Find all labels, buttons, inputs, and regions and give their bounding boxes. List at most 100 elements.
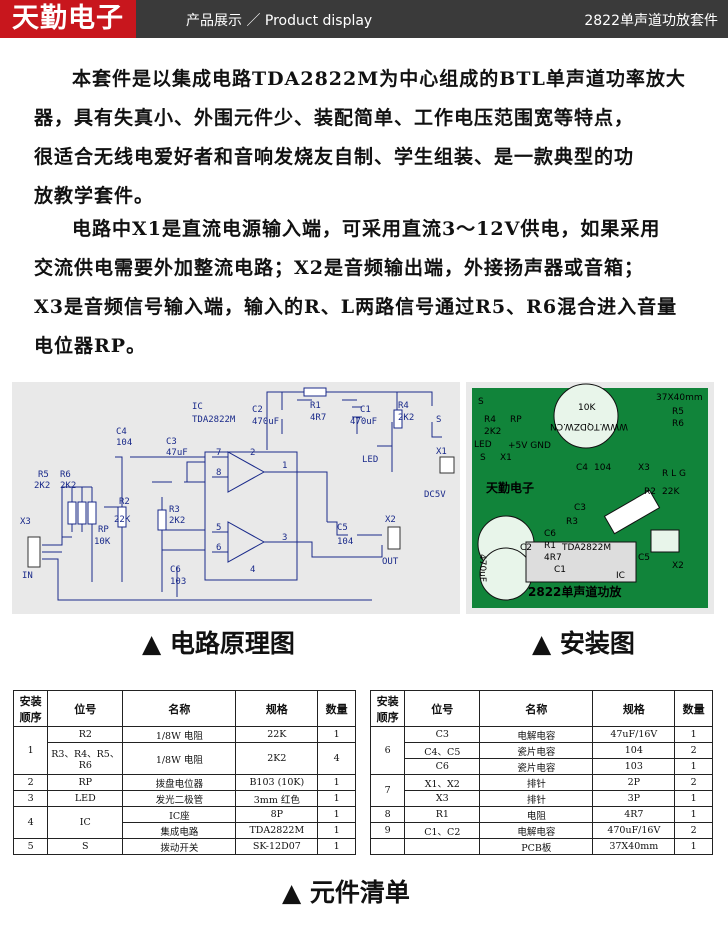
- bom-header: 安装顺序: [369, 690, 406, 727]
- pcb-label-dims: 37X40mm: [656, 393, 703, 403]
- pcb-label-ic: IC: [616, 571, 625, 581]
- schematic-label-c5: C5: [337, 523, 348, 533]
- schematic-label-r1v: 4R7: [310, 413, 326, 423]
- desc-line: 电位器RP。: [34, 335, 147, 357]
- pcb-label-c6: C6: [544, 529, 556, 539]
- pcb-label-brand: 天勤电子: [486, 480, 534, 495]
- install-caption: ▲ 安装图: [532, 629, 635, 658]
- bom-header: 名称: [479, 690, 594, 727]
- pcb-label-s2: S: [480, 453, 486, 463]
- schematic-label-rpv: 10K: [94, 537, 111, 547]
- schematic-label-in: IN: [22, 571, 33, 581]
- schematic-label-r4: R4: [398, 401, 409, 411]
- intro-paragraph: 本套件是以集成电路TDA2822M为中心组成的BTL单声道功率放大 器，具有失真…: [34, 60, 698, 216]
- schematic-pin: 1: [282, 461, 287, 471]
- bom-caption: ▲ 元件清单: [282, 878, 410, 907]
- schematic-label-c2: C2: [252, 405, 263, 415]
- schematic-label-c1: C1: [360, 405, 371, 415]
- schematic-label-c1v: 470uF: [350, 417, 377, 427]
- schematic-label-ic-model: TDA2822M: [192, 415, 236, 425]
- schematic-label-rp: RP: [98, 525, 109, 535]
- schematic-label-x3: X3: [20, 517, 31, 527]
- pcb-label-c3: C3: [574, 503, 586, 513]
- bom-header: 位号: [47, 690, 124, 727]
- bom-header: 规格: [592, 690, 676, 727]
- schematic-label-r3: R3: [169, 505, 180, 515]
- schematic-pin: 8: [216, 468, 221, 478]
- header-bar: 天勤电子 产品展示 ／ Product display 2822单声道功放套件: [0, 0, 728, 38]
- schematic-label-c4v: 104: [116, 438, 132, 448]
- intro-line: 放教学套件。: [34, 185, 155, 207]
- pcb-label-r2v: 22K: [662, 487, 680, 497]
- schematic-label-x1: X1: [436, 447, 447, 457]
- pcb-label-capv: 470uF: [477, 554, 487, 582]
- pcb-label-footer: 2822单声道功放: [528, 584, 622, 599]
- install-diagram: S 37X40mm 10K WWW.TQDZW.CN R4 2K2 RP R5 …: [466, 382, 714, 614]
- pcb-label-rp: RP: [510, 415, 522, 425]
- circuit-description: 电路中X1是直流电源输入端，可采用直流3～12V供电，如果采用 交流供电需要外加…: [34, 210, 698, 366]
- kit-title: 2822单声道功放套件: [584, 13, 718, 29]
- intro-line: 很适合无线电爱好者和音响发烧友自制、学生组装、是一款典型的功: [34, 146, 635, 168]
- pcb-label-x1: X1: [500, 453, 512, 463]
- schematic-label-r5: R5: [38, 470, 49, 480]
- schematic-pin: 4: [250, 565, 255, 575]
- schematic-pin: 2: [250, 448, 255, 458]
- pcb-label-led: LED: [474, 440, 492, 450]
- desc-line: X3是音频信号输入端，输入的R、L两路信号通过R5、R6混合进入音量: [34, 296, 678, 318]
- pcb-label-pwr: +5V GND: [508, 441, 551, 451]
- pcb-label-x2: X2: [672, 561, 684, 571]
- pcb-label-x3: X3: [638, 463, 650, 473]
- bom-header: 名称: [122, 690, 237, 727]
- pcb-label-c2: C2: [520, 543, 532, 553]
- schematic-caption: ▲ 电路原理图: [142, 629, 295, 658]
- bom-header: 规格: [235, 690, 319, 727]
- brand-logo[interactable]: 天勤电子: [0, 0, 136, 38]
- category-breadcrumb[interactable]: 产品展示 ／ Product display: [186, 13, 373, 29]
- schematic-label-c5v: 104: [337, 537, 353, 547]
- pcb-label-r5: R5: [672, 407, 684, 417]
- pcb-label-c4: C4: [576, 463, 588, 473]
- pcb-label-c5: C5: [638, 553, 650, 563]
- pcb-label-r4: R4: [484, 415, 496, 425]
- pcb-label-r4v: 2K2: [484, 427, 501, 437]
- pcb-label-r6: R6: [672, 419, 684, 429]
- intro-line: 器，具有失真小、外围元件少、装配简单、工作电压范围宽等特点，: [34, 107, 635, 129]
- pcb-label-r1: R1: [544, 541, 556, 551]
- desc-line: 电路中X1是直流电源输入端，可采用直流3～12V供电，如果采用: [72, 218, 661, 240]
- schematic-label-r2: R2: [119, 497, 130, 507]
- pcb-label-s: S: [478, 397, 484, 407]
- schematic-label-x2: X2: [385, 515, 396, 525]
- schematic-label-r2v: 22K: [114, 515, 131, 525]
- pcb-label-r2: R2: [644, 487, 656, 497]
- schematic-label-ic: IC: [192, 402, 203, 412]
- schematic-label-r6: R6: [60, 470, 71, 480]
- schematic-label-c3v: 47uF: [166, 448, 188, 458]
- schematic-label-dc: DC5V: [424, 490, 446, 500]
- bom-header: 位号: [404, 690, 481, 727]
- pcb-label-ic-model: TDA2822M: [561, 543, 611, 553]
- pcb-label-rlg: R L G: [662, 469, 686, 479]
- schematic-label-r4v: 2K2: [398, 413, 414, 423]
- schematic-label-r1: R1: [310, 401, 321, 411]
- pcb-label-r1v: 4R7: [544, 553, 562, 563]
- pcb-label-pot: 10K: [578, 403, 596, 413]
- schematic-label-s: S: [436, 415, 441, 425]
- schematic-label-r5v: 2K2: [34, 481, 50, 491]
- schematic-label-out: OUT: [382, 557, 399, 567]
- schematic-pin: 7: [216, 448, 221, 458]
- desc-line: 交流供电需要外加整流电路；X2是音频输出端，外接扬声器或音箱；: [34, 257, 644, 279]
- pcb-label-r3: R3: [566, 517, 578, 527]
